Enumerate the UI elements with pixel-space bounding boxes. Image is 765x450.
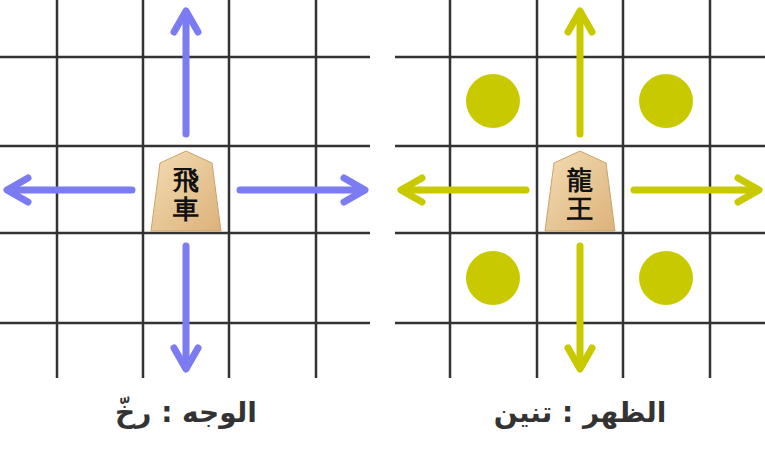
left-grid bbox=[0, 0, 370, 378]
piece-caption: الوجه : رخّ bbox=[115, 396, 257, 429]
rook-arrows bbox=[7, 11, 365, 369]
dragon-dots bbox=[466, 74, 693, 305]
right-grid bbox=[395, 0, 765, 378]
shogi-piece: 龍王 bbox=[544, 150, 616, 232]
shogi-piece: 飛車 bbox=[150, 150, 222, 232]
piece-kanji: 飛車 bbox=[173, 166, 199, 223]
piece-kanji: 龍王 bbox=[567, 166, 593, 223]
piece-caption: الظهر : تنين bbox=[494, 396, 667, 429]
dragon-arrows bbox=[401, 11, 759, 369]
